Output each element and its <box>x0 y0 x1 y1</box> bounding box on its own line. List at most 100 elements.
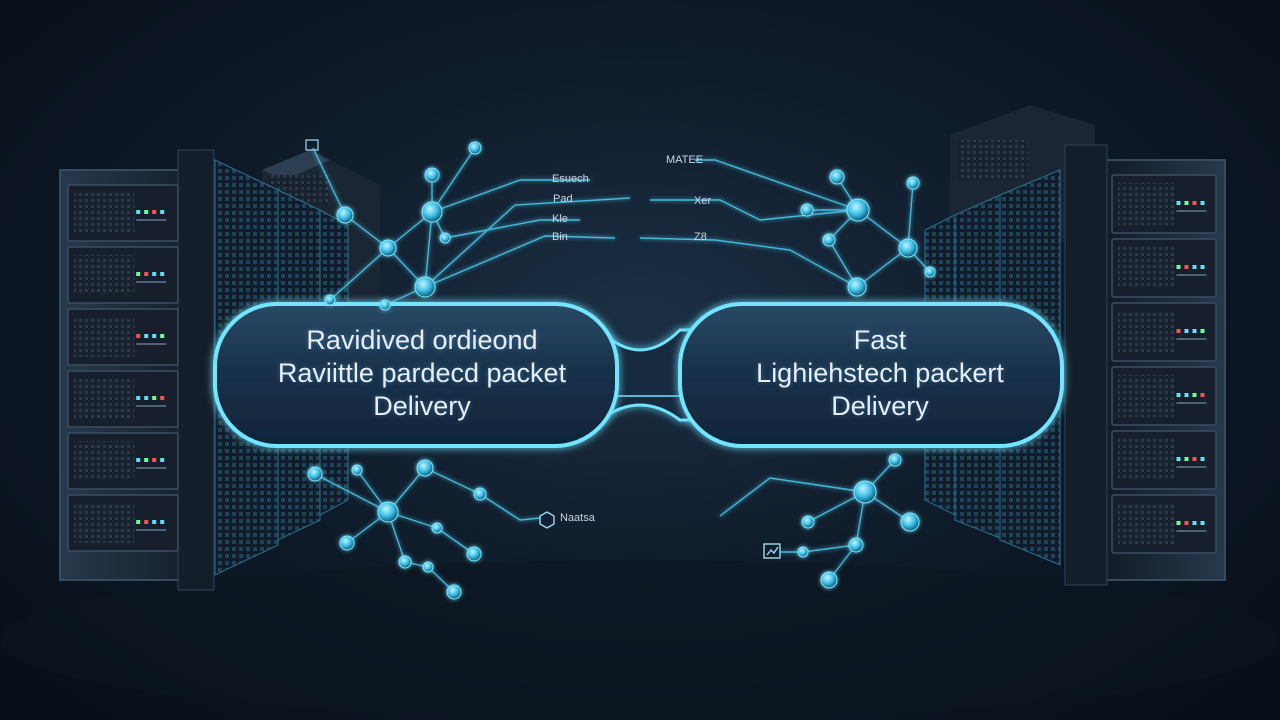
status-led <box>160 334 165 338</box>
network-node <box>468 141 482 155</box>
network-node <box>398 555 412 569</box>
status-led <box>1176 457 1181 461</box>
status-led <box>1176 329 1181 333</box>
status-led <box>160 458 165 462</box>
status-led <box>1192 201 1197 205</box>
status-led <box>144 210 149 214</box>
network-node <box>377 501 399 523</box>
left-panel <box>213 302 619 448</box>
status-led <box>1192 521 1197 525</box>
label-matee: MATEE <box>666 154 704 166</box>
status-led <box>136 458 141 462</box>
status-led <box>1184 201 1189 205</box>
left-panel-line-3: Delivery <box>373 391 471 421</box>
status-led <box>152 334 157 338</box>
left-panel-line-1: Ravidived ordieond <box>306 325 538 355</box>
chart-icon <box>763 543 781 559</box>
server-unit <box>67 184 179 242</box>
network-node <box>431 522 443 534</box>
status-led <box>1184 457 1189 461</box>
status-led <box>160 210 165 214</box>
status-led <box>1200 393 1205 397</box>
status-led <box>1192 457 1197 461</box>
label-bin: Bin <box>552 231 568 243</box>
status-led <box>1192 265 1197 269</box>
network-nodes <box>307 141 936 600</box>
status-led <box>1176 265 1181 269</box>
status-led <box>160 520 165 524</box>
server-unit <box>1111 238 1217 298</box>
network-node <box>422 561 434 573</box>
server-unit <box>67 308 179 366</box>
right-panel-text: Fast Lighiehstech packert Delivery <box>700 324 1060 423</box>
network-node <box>473 487 487 501</box>
network-node <box>797 546 809 558</box>
status-led <box>160 272 165 276</box>
network-node <box>416 459 434 477</box>
status-led <box>1200 457 1205 461</box>
status-led <box>1176 201 1181 205</box>
status-led <box>144 396 149 400</box>
server-unit <box>67 494 179 552</box>
network-node <box>446 584 462 600</box>
server-unit <box>1111 174 1217 234</box>
network-node <box>801 515 815 529</box>
status-led <box>136 520 141 524</box>
server-unit <box>1111 430 1217 490</box>
status-led <box>1192 393 1197 397</box>
label-esuech: Esuech <box>552 173 589 185</box>
label-z8: Z8 <box>694 231 707 243</box>
server-unit <box>1111 494 1217 554</box>
status-led <box>144 520 149 524</box>
status-led <box>1184 521 1189 525</box>
status-led <box>152 272 157 276</box>
status-led <box>136 396 141 400</box>
server-unit <box>67 370 179 428</box>
status-led <box>136 272 141 276</box>
hexagon-icon <box>539 511 555 529</box>
status-led <box>1176 521 1181 525</box>
status-led <box>1200 329 1205 333</box>
network-node <box>848 537 864 553</box>
network-node <box>339 535 355 551</box>
server-unit <box>67 432 179 490</box>
status-led <box>144 334 149 338</box>
network-node <box>820 571 838 589</box>
network-node <box>906 176 920 190</box>
status-led <box>136 334 141 338</box>
network-node <box>414 276 436 298</box>
status-led <box>160 396 165 400</box>
network-node <box>900 512 920 532</box>
right-panel-line-2: Lighiehstech packert <box>756 358 1004 388</box>
network-node <box>439 232 451 244</box>
right-panel-line-3: Delivery <box>831 391 929 421</box>
status-led <box>1200 201 1205 205</box>
status-led <box>136 210 141 214</box>
network-node <box>324 294 336 306</box>
network-node <box>829 169 845 185</box>
network-node <box>822 233 836 247</box>
status-led <box>1184 329 1189 333</box>
server-unit <box>67 246 179 304</box>
network-node <box>846 198 870 222</box>
status-led <box>152 458 157 462</box>
status-led <box>144 458 149 462</box>
network-node <box>800 203 814 217</box>
right-panel-line-1: Fast <box>853 325 907 355</box>
network-node <box>351 464 363 476</box>
network-node <box>888 453 902 467</box>
server-unit <box>1111 366 1217 426</box>
network-node <box>847 277 867 297</box>
box-icon <box>305 139 319 151</box>
status-led <box>1192 329 1197 333</box>
network-node <box>307 466 323 482</box>
label-xer: Xer <box>694 195 712 207</box>
server-unit <box>1111 302 1217 362</box>
label-kle: Kle <box>552 213 568 225</box>
label-pad: Pad <box>553 193 573 205</box>
status-led <box>1184 265 1189 269</box>
network-node <box>379 299 391 311</box>
status-led <box>144 272 149 276</box>
label-naatsa: Naatsa <box>560 512 595 524</box>
network-node <box>336 206 354 224</box>
